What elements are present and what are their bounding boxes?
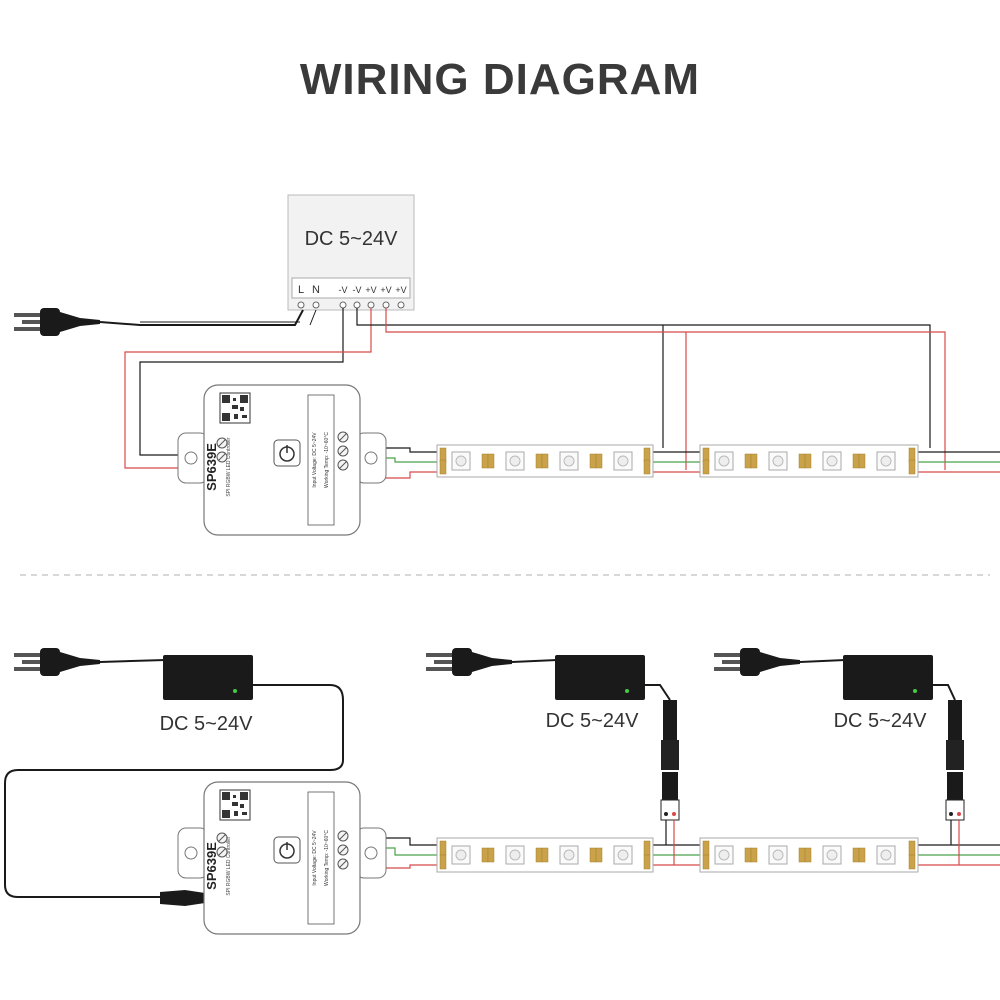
power-adapter bbox=[163, 655, 253, 700]
terminal-label: +V bbox=[380, 285, 391, 295]
power-button-icon bbox=[273, 836, 301, 864]
adapter-voltage-label: DC 5~24V bbox=[160, 713, 253, 735]
terminal-label: +V bbox=[365, 285, 376, 295]
dc-jack-icon bbox=[160, 890, 205, 906]
led-strip bbox=[436, 837, 654, 873]
ac-plug-icon bbox=[14, 648, 100, 676]
spec-line: Working Temp: -10~60°C bbox=[324, 830, 330, 886]
power-adapter bbox=[843, 655, 933, 700]
spec-line: Input Voltage: DC 5~24V bbox=[312, 830, 318, 886]
psu-terminal-strip: L N -V -V +V +V +V bbox=[291, 277, 411, 309]
psu-voltage-label: DC 5~24V bbox=[305, 228, 398, 250]
ac-plug-icon bbox=[14, 308, 100, 336]
diagram-title: WIRING DIAGRAM bbox=[299, 55, 701, 104]
terminal-label: N bbox=[312, 284, 320, 296]
controller-model: SP639E bbox=[204, 842, 219, 890]
terminal-label: -V bbox=[353, 285, 362, 295]
terminal-label: +V bbox=[395, 285, 406, 295]
led-strip bbox=[699, 444, 919, 478]
dc-connector-icon bbox=[660, 699, 680, 821]
power-supply: DC 5~24V L N -V -V +V +V +V bbox=[287, 194, 415, 311]
led-strip bbox=[436, 444, 654, 478]
ac-plug-icon bbox=[714, 648, 800, 676]
controller-model: SP639E bbox=[204, 443, 219, 491]
power-adapter bbox=[555, 655, 645, 700]
power-button-icon bbox=[273, 439, 301, 467]
controller-top: SP639E SPI RGBW LED Controller Input Vol… bbox=[177, 384, 387, 536]
led-strip bbox=[699, 837, 919, 873]
spec-line: Working Temp: -10~60°C bbox=[324, 432, 330, 488]
controller-bottom: SP639E SPI RGBW LED Controller Input Vol… bbox=[177, 781, 387, 935]
controller-subtitle: SPI RGBW LED Controller bbox=[226, 836, 232, 896]
ac-cable bbox=[99, 309, 304, 326]
adapter-voltage-label: DC 5~24V bbox=[546, 710, 639, 732]
terminal-label: -V bbox=[339, 285, 348, 295]
adapter-voltage-label: DC 5~24V bbox=[834, 710, 927, 732]
controller-subtitle: SPI RGBW LED Controller bbox=[226, 437, 232, 497]
terminal-label: L bbox=[298, 284, 304, 296]
spec-line: Input Voltage: DC 5~24V bbox=[312, 432, 318, 488]
dc-cable bbox=[4, 684, 344, 898]
ac-plug-icon bbox=[426, 648, 512, 676]
dc-connector-icon bbox=[945, 699, 965, 821]
